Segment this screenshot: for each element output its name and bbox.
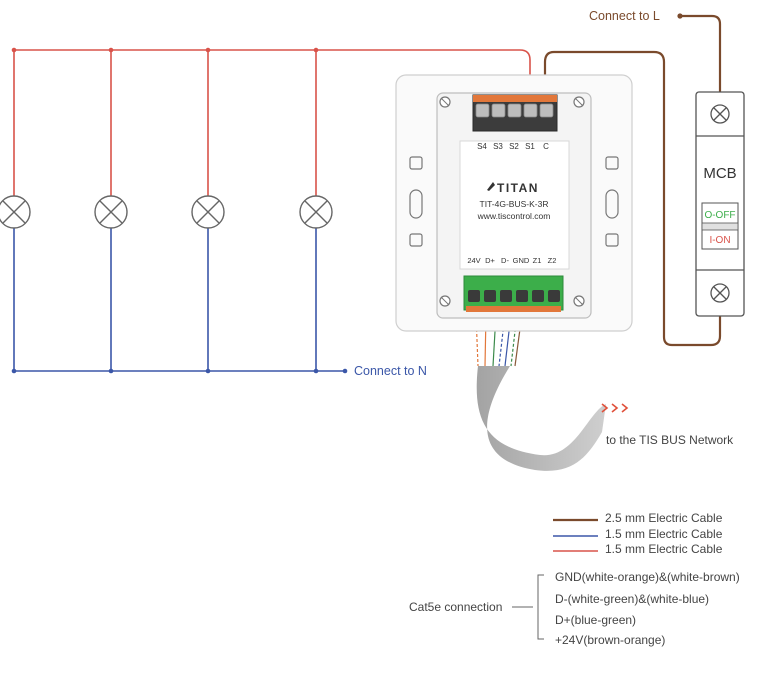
terminal-label-s1: S1 <box>525 142 535 151</box>
connect-to-l-label: Connect to L <box>589 9 660 23</box>
brown-wire-mcb-to-device <box>543 50 722 347</box>
cat5e-item-d-minus: D-(white-green)&(white-blue) <box>555 592 709 606</box>
connect-to-n-label: Connect to N <box>354 364 427 378</box>
mcb-lever <box>701 222 739 231</box>
legend-label-red: 1.5 mm Electric Cable <box>605 542 723 556</box>
terminal-label-s2: S2 <box>509 142 519 151</box>
device-label-panel <box>459 140 570 270</box>
terminal-label-gnd: GND <box>513 256 530 265</box>
cat5e-bracket <box>537 574 544 640</box>
mcb-top-screw-icon <box>710 104 730 124</box>
mcb-label: MCB <box>703 165 736 182</box>
junction-dot <box>205 368 211 374</box>
screw-icon <box>439 295 451 307</box>
mounting-slot <box>605 233 619 247</box>
screw-icon <box>573 295 585 307</box>
lamp-3-icon <box>191 195 225 229</box>
terminal-label-s4: S4 <box>477 142 487 151</box>
junction-dot <box>108 47 114 53</box>
cat5e-connection-title: Cat5e connection <box>409 600 502 614</box>
cat5e-cable-label: Cat5e <box>524 423 562 439</box>
junction-dot <box>108 368 114 374</box>
junction-dot <box>11 47 17 53</box>
tis-bus-network-label: to the TIS BUS Network <box>606 433 734 447</box>
bottom-terminal-block <box>463 275 564 311</box>
titan-logo-icon: TITAN <box>487 181 539 195</box>
direction-arrows-icon <box>601 403 629 413</box>
red-wire-main <box>14 49 531 96</box>
terminal-label-c: C <box>543 142 549 151</box>
cat5e-item-24v: +24V(brown-orange) <box>555 633 665 647</box>
lamp-4-icon <box>299 195 333 229</box>
junction-dot <box>11 368 17 374</box>
mcb-bottom-screw-icon <box>710 283 730 303</box>
junction-dot <box>342 368 348 374</box>
brown-wire-l-to-mcb <box>680 14 722 92</box>
screw-icon <box>573 96 585 108</box>
cat5e-item-d-plus: D+(blue-green) <box>555 613 636 627</box>
terminal-label-s3: S3 <box>493 142 503 151</box>
terminal-label-d-minus: D- <box>501 256 509 265</box>
lamp-2-icon <box>94 195 128 229</box>
device-website: www.tiscontrol.com <box>477 211 551 221</box>
cable-legend: 2.5 mm Electric Cable 1.5 mm Electric Ca… <box>553 511 723 556</box>
bottom-terminal-labels: 24V D+ D- GND Z1 Z2 <box>467 256 556 265</box>
brand-name: TITAN <box>497 181 539 195</box>
cat5e-item-gnd: GND(white-orange)&(white-brown) <box>555 570 740 584</box>
junction-dot <box>205 47 211 53</box>
top-terminal-screws <box>475 103 554 118</box>
mcb-off-label: O-OFF <box>704 210 735 221</box>
mounting-slot <box>409 156 423 170</box>
junction-dot <box>313 47 319 53</box>
terminal-label-d-plus: D+ <box>485 256 495 265</box>
legend-label-blue: 1.5 mm Electric Cable <box>605 527 723 541</box>
mounting-slot <box>409 189 423 219</box>
mcb-on-label: I-ON <box>709 235 730 246</box>
terminal-label-z1: Z1 <box>533 256 542 265</box>
top-terminal-header <box>473 95 557 102</box>
cat5e-cable <box>476 366 606 471</box>
bottom-terminal-footer <box>466 306 561 312</box>
screw-icon <box>439 96 451 108</box>
mounting-slot <box>409 233 423 247</box>
mounting-slot <box>605 156 619 170</box>
junction-dot <box>313 368 319 374</box>
bottom-terminal-screws <box>468 290 560 302</box>
lamp-1-icon <box>0 195 31 229</box>
mounting-slot <box>605 189 619 219</box>
terminal-label-z2: Z2 <box>548 256 557 265</box>
top-terminal-labels: S4 S3 S2 S1 C <box>477 142 549 151</box>
legend-label-brown: 2.5 mm Electric Cable <box>605 511 723 525</box>
terminal-label-24v: 24V <box>467 256 480 265</box>
device-model: TIT-4G-BUS-K-3R <box>480 199 549 209</box>
cat5e-connection-list: Cat5e connection GND(white-orange)&(whit… <box>409 570 740 647</box>
